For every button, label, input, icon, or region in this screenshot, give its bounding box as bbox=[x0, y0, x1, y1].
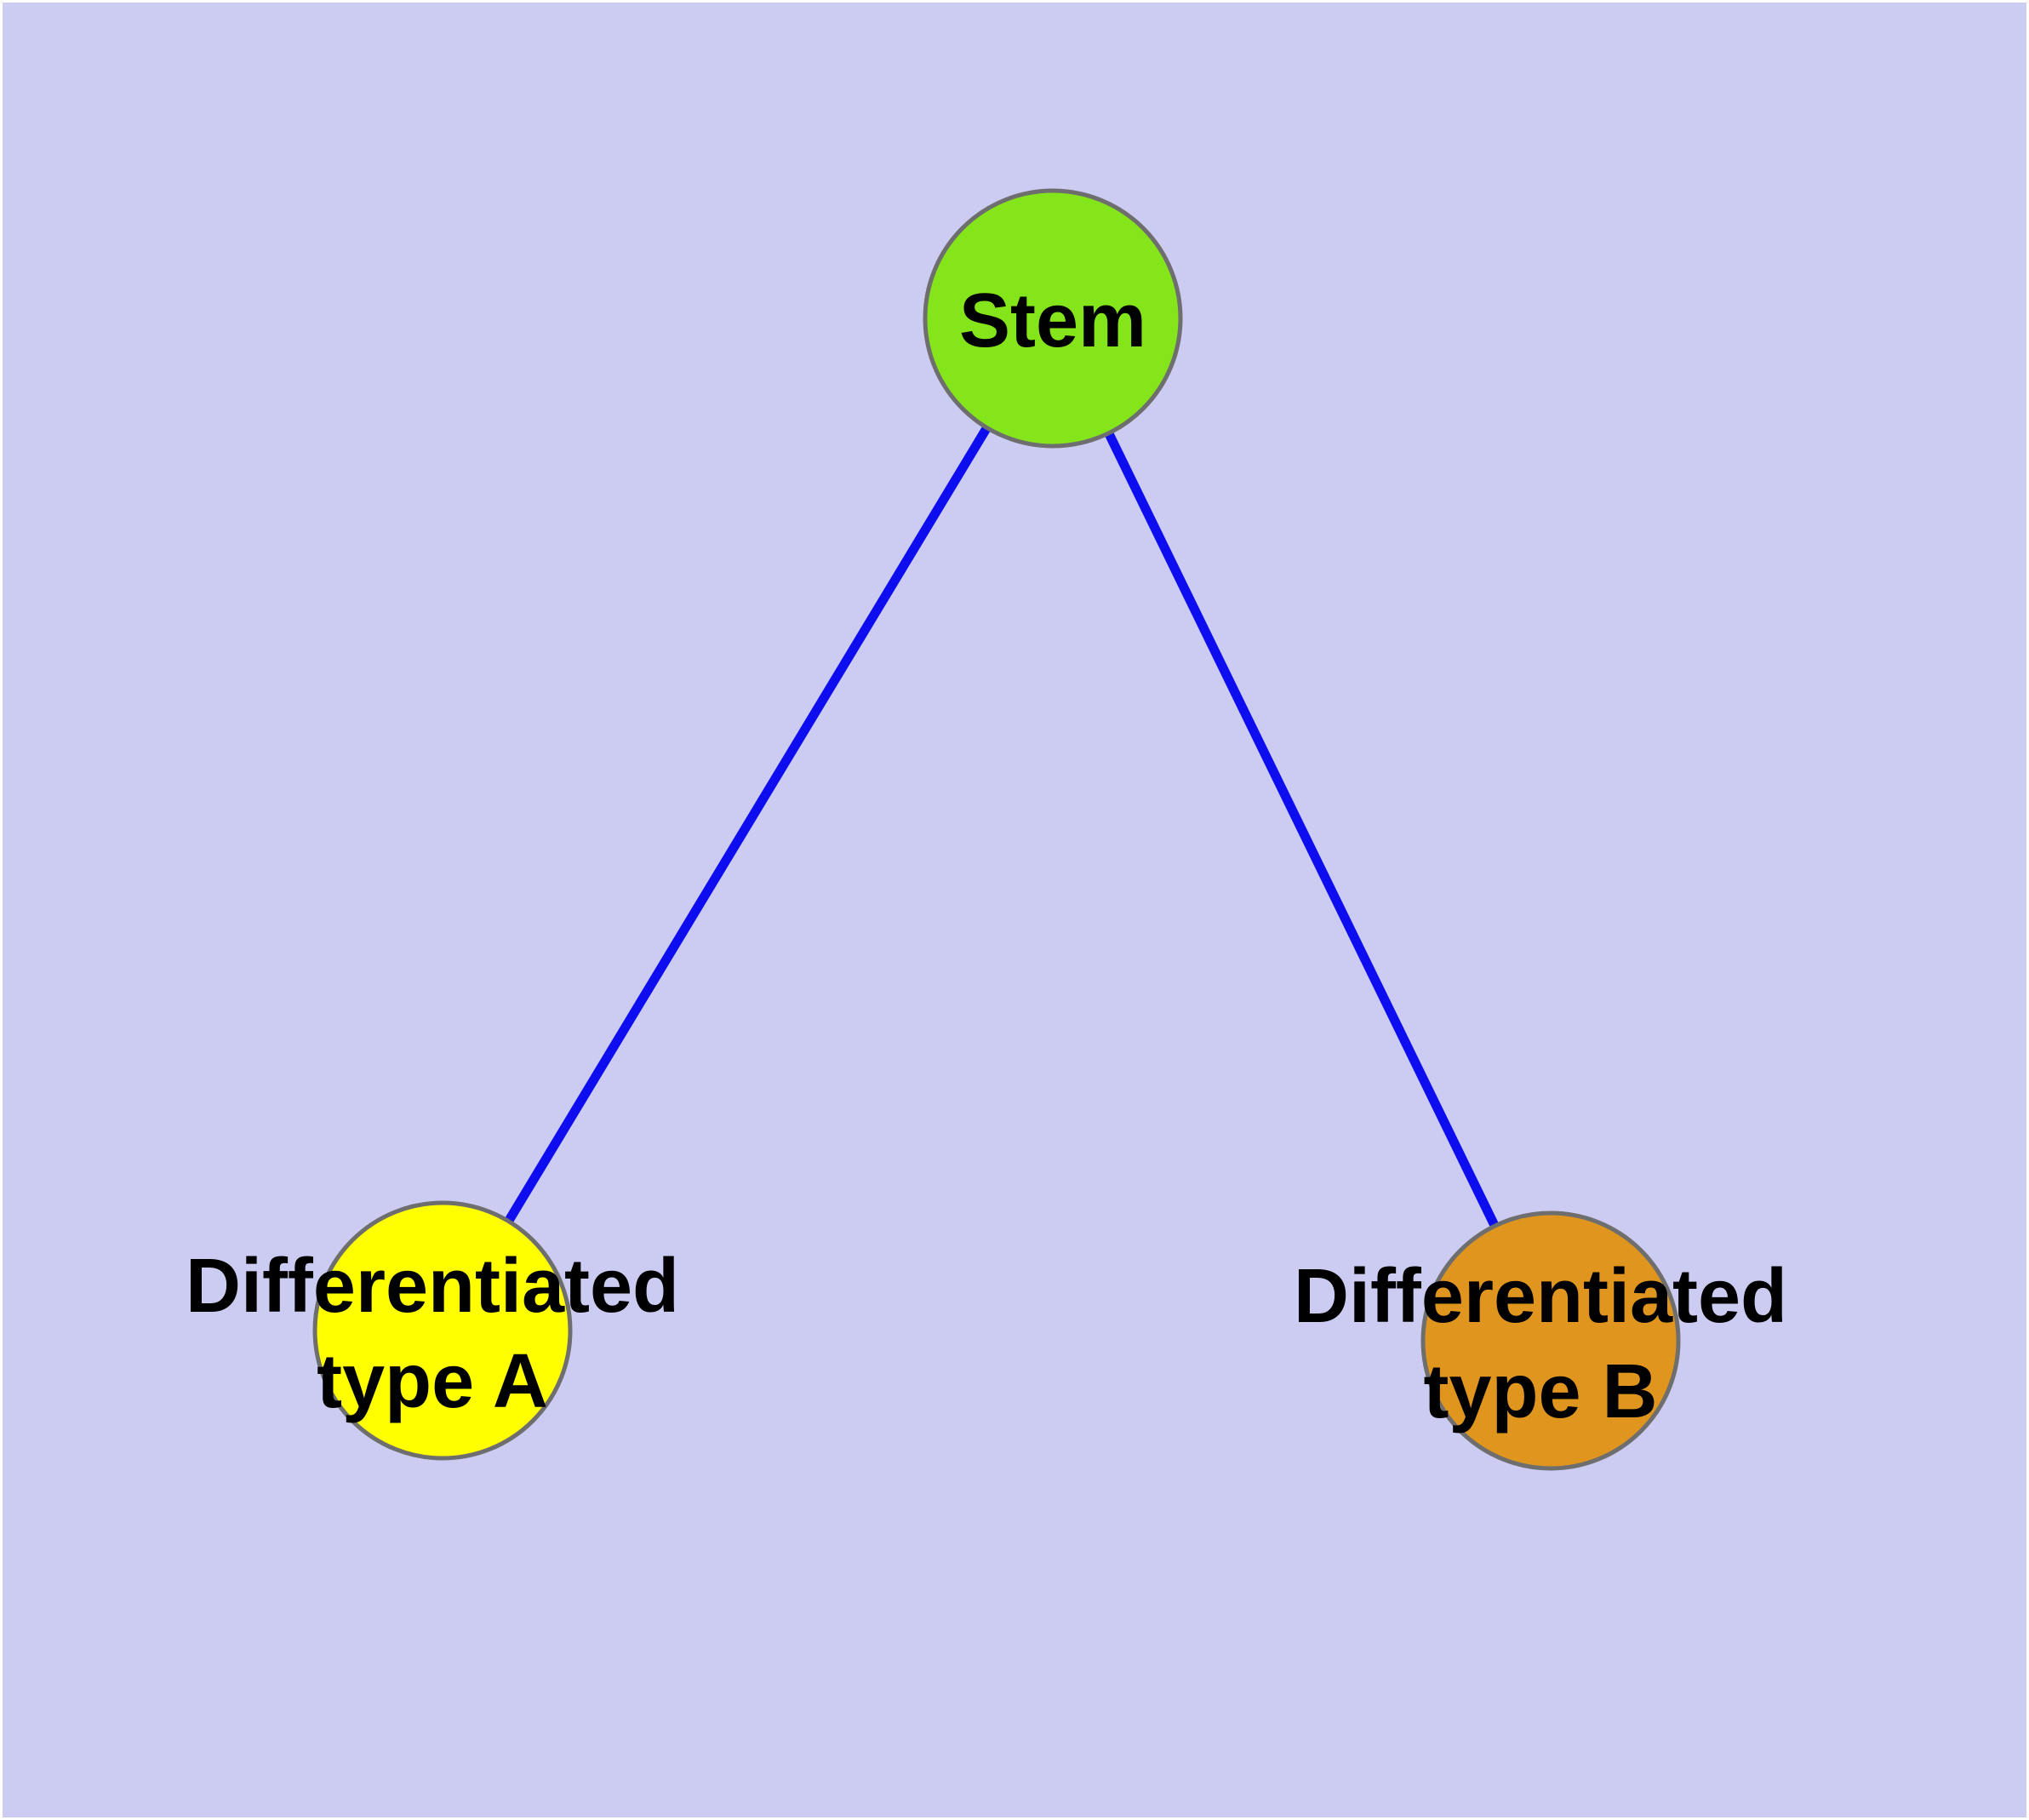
node-type-a-label-line2: type A bbox=[317, 1339, 548, 1424]
node-stem bbox=[923, 188, 1183, 449]
node-differentiated-type-a bbox=[312, 1200, 573, 1461]
node-differentiated-type-b bbox=[1420, 1210, 1681, 1471]
node-stem-label: Stem bbox=[959, 278, 1146, 363]
node-type-b-label-line2: type B bbox=[1423, 1349, 1657, 1434]
node-type-a-label-line1: Differentiated bbox=[186, 1244, 679, 1329]
node-type-b-label-line1: Differentiated bbox=[1294, 1254, 1787, 1339]
edge-stem-to-type-b bbox=[1048, 313, 1556, 1346]
edge-stem-to-type-a bbox=[437, 313, 1058, 1336]
